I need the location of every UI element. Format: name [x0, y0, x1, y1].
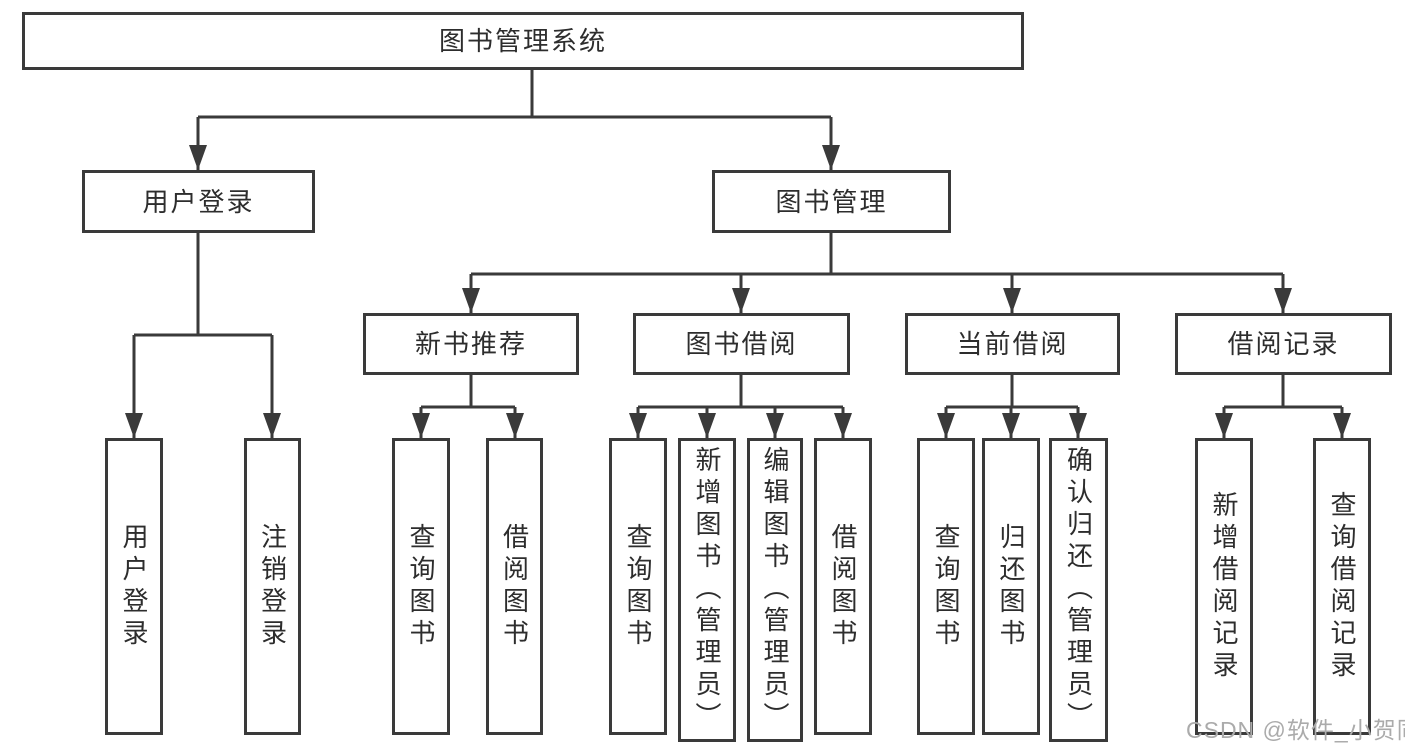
leaf-query-books-current-label: 查询图书 [931, 522, 961, 651]
node-new-book-recommend: 新书推荐 [363, 313, 579, 375]
leaf-confirm-return-admin-label: 确认归还（管理员） [1063, 446, 1094, 734]
leaf-return-book: 归还图书 [982, 438, 1040, 735]
leaf-borrow-books: 借阅图书 [814, 438, 872, 735]
connector-new-book-recommend [412, 375, 524, 438]
leaf-borrow-books-label: 借阅图书 [828, 522, 858, 651]
node-root-label: 图书管理系统 [438, 26, 607, 56]
leaf-query-books-recommend: 查询图书 [392, 438, 450, 735]
node-current-borrow: 当前借阅 [905, 313, 1120, 375]
leaf-add-book-admin: 新增图书（管理员） [678, 438, 736, 742]
node-root: 图书管理系统 [22, 12, 1024, 70]
connector-root [189, 70, 840, 170]
leaf-user-login: 用户登录 [105, 438, 163, 735]
connector-current-borrow [937, 375, 1087, 438]
csdn-watermark: CSDN @软件_小贺同学 [1186, 717, 1405, 743]
node-current-borrow-label: 当前借阅 [956, 329, 1069, 359]
connector-book-mgmt [462, 233, 1292, 313]
node-new-book-recommend-label: 新书推荐 [414, 329, 527, 359]
node-borrow-records-label: 借阅记录 [1227, 329, 1340, 359]
leaf-add-borrow-record-label: 新增借阅记录 [1209, 490, 1239, 683]
leaf-query-books-borrow-label: 查询图书 [623, 522, 653, 651]
connector-user-login [125, 233, 281, 438]
leaf-query-books-current: 查询图书 [917, 438, 975, 735]
connector-borrow-records [1215, 375, 1351, 438]
node-book-borrow-label: 图书借阅 [685, 329, 798, 359]
leaf-borrow-books-recommend-label: 借阅图书 [499, 522, 530, 651]
leaf-query-books-recommend-label: 查询图书 [406, 522, 436, 651]
leaf-user-login-label: 用户登录 [119, 522, 149, 651]
leaf-query-books-borrow: 查询图书 [609, 438, 667, 735]
node-book-borrow: 图书借阅 [633, 313, 850, 375]
leaf-return-book-label: 归还图书 [996, 522, 1026, 651]
node-book-mgmt: 图书管理 [712, 170, 951, 233]
node-user-login-label: 用户登录 [142, 186, 255, 217]
leaf-add-borrow-record: 新增借阅记录 [1195, 438, 1253, 735]
leaf-add-book-admin-label: 新增图书（管理员） [692, 446, 722, 734]
leaf-query-borrow-record: 查询借阅记录 [1313, 438, 1371, 735]
leaf-edit-book-admin-label: 编辑图书（管理员） [760, 446, 790, 734]
node-borrow-records: 借阅记录 [1175, 313, 1392, 375]
leaf-query-borrow-record-label: 查询借阅记录 [1327, 490, 1357, 683]
node-book-mgmt-label: 图书管理 [775, 186, 888, 217]
leaf-confirm-return-admin: 确认归还（管理员） [1049, 438, 1108, 742]
leaf-borrow-books-recommend: 借阅图书 [486, 438, 543, 735]
leaf-logout-label: 注销登录 [257, 522, 288, 651]
connector-book-borrow [629, 375, 852, 438]
leaf-edit-book-admin: 编辑图书（管理员） [747, 438, 803, 742]
node-user-login: 用户登录 [82, 170, 315, 233]
leaf-logout: 注销登录 [244, 438, 301, 735]
